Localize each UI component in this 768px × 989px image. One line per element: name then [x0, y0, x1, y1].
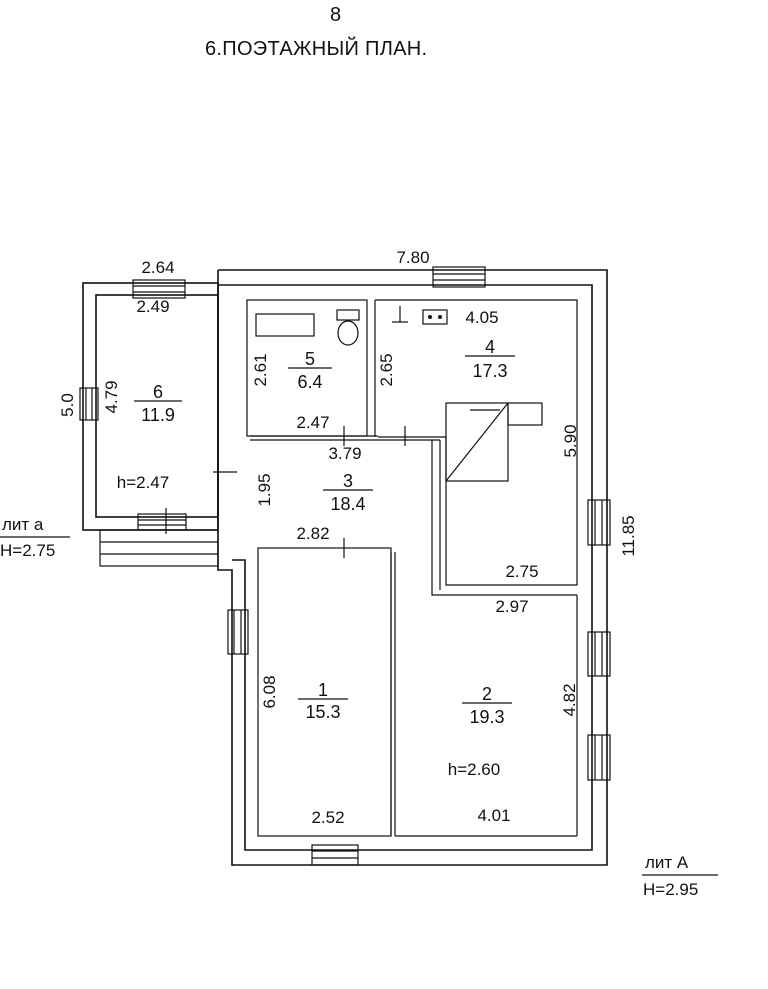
room-6-area: 11.9 [141, 405, 175, 425]
dim-5-0: 5.0 [58, 393, 77, 417]
main-building-walls [217, 269, 608, 866]
dim-6-08: 6.08 [260, 675, 279, 708]
dim-2-82: 2.82 [296, 524, 329, 543]
lit-a-height: H=2.75 [0, 541, 55, 560]
room-3-area: 18.4 [330, 494, 365, 514]
dim-2-75: 2.75 [505, 562, 538, 581]
room-1-number: 1 [318, 680, 328, 700]
dim-2-52: 2.52 [311, 808, 344, 827]
fixtures [165, 306, 543, 558]
room-5-area: 6.4 [297, 372, 322, 392]
windows [79, 266, 611, 866]
room-4-area: 17.3 [472, 361, 507, 381]
lit-a-label: лит а [2, 515, 44, 534]
page-number: 8 [330, 4, 342, 26]
dim-3-79: 3.79 [328, 444, 361, 463]
bathtub-icon [255, 313, 315, 337]
room6-height: h=2.47 [117, 473, 169, 492]
building-annotations: лит а H=2.75 лит А H=2.95 [0, 515, 718, 899]
dim-1-95: 1.95 [255, 473, 274, 506]
dim-2-97: 2.97 [495, 597, 528, 616]
main-height: h=2.60 [448, 760, 500, 779]
dim-11-85: 11.85 [619, 515, 638, 556]
room-5-number: 5 [305, 349, 315, 369]
dim-2-47: 2.47 [296, 413, 329, 432]
lit-A-label: лит А [645, 853, 689, 872]
door-marks [165, 306, 408, 558]
room-3-number: 3 [343, 471, 353, 491]
toilet-icon [336, 309, 360, 346]
lit-A-height: H=2.95 [643, 880, 698, 899]
dim-4-05: 4.05 [465, 308, 498, 327]
interior-walls [246, 299, 578, 837]
room-2-number: 2 [482, 684, 492, 704]
room-4-number: 4 [485, 337, 495, 357]
dimension-labels: 2.64 7.80 2.49 4.05 5.0 4.79 2.61 2.65 2… [58, 248, 638, 827]
height-labels: h=2.47 h=2.60 [117, 473, 500, 779]
room-6-number: 6 [153, 382, 163, 402]
stair-icon [445, 402, 543, 482]
dim-4-82: 4.82 [560, 683, 579, 716]
room-labels: 1 15.3 2 19.3 3 18.4 4 17.3 5 6.4 6 11.9 [134, 337, 515, 727]
plan-title: 6.ПОЭТАЖНЫЙ ПЛАН. [205, 38, 428, 60]
room-1-area: 15.3 [305, 702, 340, 722]
stove-icon [422, 309, 448, 325]
dim-2-65: 2.65 [377, 353, 396, 386]
dim-2-64: 2.64 [141, 258, 174, 277]
dim-7-80: 7.80 [396, 248, 429, 267]
dim-2-61: 2.61 [251, 353, 270, 386]
dim-2-49: 2.49 [136, 297, 169, 316]
dim-4-01: 4.01 [477, 806, 510, 825]
dim-4-79: 4.79 [102, 380, 121, 413]
dim-5-90: 5.90 [561, 424, 580, 457]
room-2-area: 19.3 [469, 707, 504, 727]
